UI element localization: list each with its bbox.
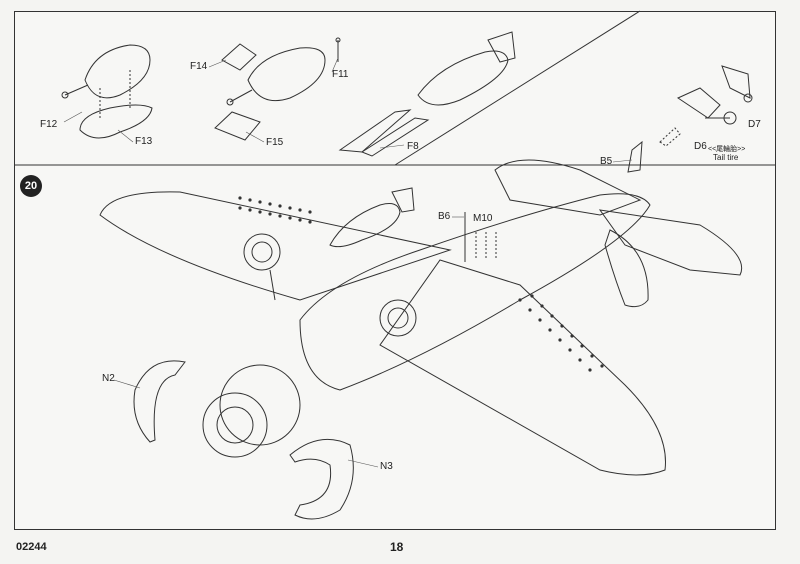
- part-label-n2: N2: [102, 373, 115, 384]
- drop-tank-assembly-1: [61, 44, 153, 139]
- drop-tank-assembly-2: [214, 37, 341, 141]
- part-label-m10: M10: [473, 213, 493, 224]
- dive-flap-holes-right: [518, 294, 604, 372]
- engine-front: [219, 364, 301, 446]
- part-label-f15: F15: [266, 137, 284, 148]
- tail-wheel-assembly: [659, 65, 753, 147]
- horizontal-stabilizer-top: [494, 159, 642, 216]
- right-wing: [379, 259, 666, 476]
- tail-hook-b5: [627, 140, 643, 173]
- part-label-b5: B5: [600, 156, 613, 167]
- engine-cylinders: [202, 392, 268, 458]
- horizontal-stabilizer-right: [598, 209, 742, 276]
- bomb-assembly: [338, 31, 516, 157]
- dive-flap-holes-left: [238, 196, 312, 224]
- aircraft-main-assembly: [99, 140, 742, 520]
- part-label-f11: F11: [332, 69, 349, 80]
- part-label-n3: N3: [380, 461, 393, 472]
- fuselage: [299, 193, 651, 391]
- page-number: 18: [390, 540, 404, 554]
- right-main-wheel: [379, 299, 417, 337]
- tail-fin: [604, 229, 649, 308]
- kit-code: 02244: [16, 541, 47, 553]
- part-label-d7: D7: [748, 119, 761, 130]
- diagonal-divider: [394, 10, 641, 166]
- instruction-frame: [14, 11, 776, 530]
- left-main-wheel: [243, 233, 281, 271]
- tail-tire-note-chinese: <<尾輪胎>>: [708, 146, 746, 153]
- cowl-right-half: [289, 438, 354, 520]
- leader-lines: [63, 57, 633, 468]
- tail-tire-note-english: Tail tire: [713, 153, 739, 162]
- part-label-f13: F13: [135, 136, 153, 147]
- step-number-badge: 20: [20, 175, 42, 197]
- part-label-b6: B6: [438, 211, 451, 222]
- part-label-d6: D6: [694, 141, 707, 152]
- belly-bomb: [329, 203, 401, 248]
- part-label-f12: F12: [40, 119, 58, 130]
- left-wing: [99, 191, 452, 301]
- part-label-f14: F14: [190, 61, 208, 72]
- part-label-f8: F8: [407, 141, 419, 152]
- cowl-left-half: [133, 360, 186, 443]
